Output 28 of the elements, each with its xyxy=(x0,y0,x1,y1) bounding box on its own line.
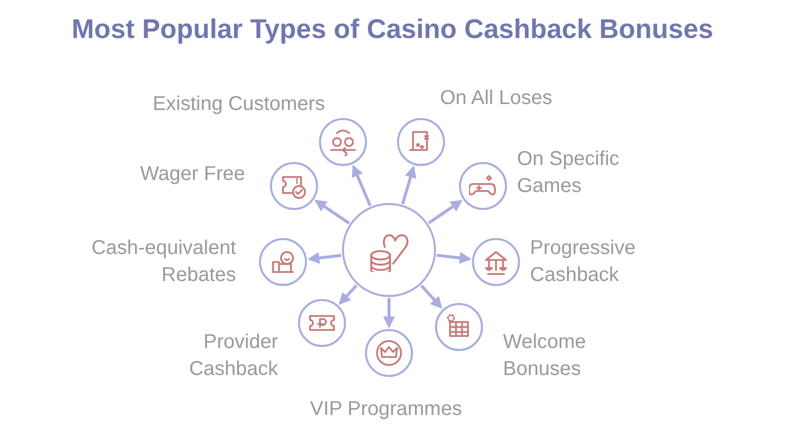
category-label: On All Loses xyxy=(440,86,554,111)
arrow xyxy=(401,166,416,204)
arrow xyxy=(338,284,358,305)
icon-circle xyxy=(259,238,307,286)
icon-circle xyxy=(298,299,346,347)
arrow xyxy=(420,284,442,309)
arrow xyxy=(314,200,350,224)
category-label: Progressive Cashback xyxy=(530,236,637,288)
category-label: Existing Customers xyxy=(152,92,325,117)
arrow xyxy=(307,252,342,264)
category-label: Cash-equivalent Rebates xyxy=(90,236,236,288)
category-label: Wager Free xyxy=(139,162,245,187)
icon-circle xyxy=(319,118,367,166)
icon-circle xyxy=(472,238,520,286)
arrow xyxy=(383,298,395,328)
icon-circle xyxy=(459,162,507,210)
category-label: Welcome Bonuses xyxy=(503,330,587,382)
category-label: VIP Programmes xyxy=(309,397,463,422)
arrow xyxy=(352,164,372,206)
icon-circle xyxy=(365,329,413,377)
icon-circle xyxy=(435,303,483,351)
icon-circle xyxy=(270,162,318,210)
arrow xyxy=(436,252,472,264)
category-label: Provider Cashback xyxy=(188,330,278,382)
category-label: On Specific Games xyxy=(517,147,620,199)
title: Most Popular Types of Casino Cashback Bonuses xyxy=(70,14,714,45)
arrow xyxy=(428,200,463,224)
icon-circle xyxy=(397,118,445,166)
